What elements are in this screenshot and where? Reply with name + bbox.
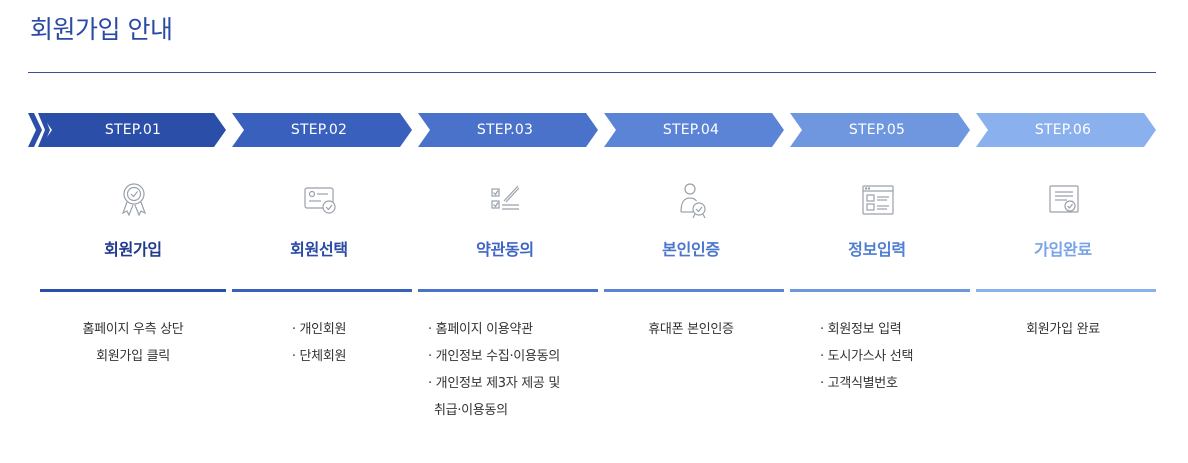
step-1-description: 홈페이지 우측 상단 회원가입 클릭 — [40, 316, 226, 370]
step-4-rule — [604, 289, 784, 292]
step-5-banner: STEP.05 — [784, 113, 970, 147]
step-3-desc-line: · 개인정보 수집·이용동의 — [428, 349, 560, 364]
document-check-icon — [1049, 185, 1079, 213]
step-2-desc-line: · 단체회원 — [291, 349, 347, 364]
step-1-rule — [40, 289, 226, 292]
step-5-rule — [790, 289, 970, 292]
step-3-name: 약관동의 — [476, 240, 534, 259]
step-5-desc-line: · 도시가스사 선택 — [820, 349, 914, 364]
step-3: STEP.03 약관동의 · 홈페이지 이용약관 · 개인정보 수집·이용동의 … — [412, 0, 598, 463]
step-1-name: 회원가입 — [104, 240, 162, 259]
lead-chevron-icon — [28, 113, 50, 147]
step-1-banner: STEP.01 — [40, 113, 226, 147]
step-4-label: STEP.04 — [662, 122, 720, 138]
step-2-description: · 개인회원 · 단체회원 — [226, 316, 412, 370]
step-6-banner: STEP.06 — [970, 113, 1156, 147]
step-6-label: STEP.06 — [1034, 122, 1092, 138]
step-4-desc-line: 휴대폰 본인인증 — [648, 322, 734, 337]
step-6: STEP.06 가입완료 회원가입 완료 — [970, 0, 1156, 463]
step-4-banner: STEP.04 — [598, 113, 784, 147]
step-3-desc-line: · 개인정보 제3자 제공 및 — [428, 376, 561, 391]
step-1-desc-line: 홈페이지 우측 상단 — [82, 322, 184, 337]
step-1-desc-line: 회원가입 클릭 — [96, 349, 170, 364]
step-3-description: · 홈페이지 이용약관 · 개인정보 수집·이용동의 · 개인정보 제3자 제공… — [412, 316, 598, 424]
form-window-icon — [862, 185, 894, 215]
step-5-desc-line: · 고객식별번호 — [820, 376, 898, 391]
step-6-name: 가입완료 — [1034, 240, 1092, 259]
step-5-label: STEP.05 — [848, 122, 906, 138]
step-6-rule — [976, 289, 1156, 292]
step-3-rule — [418, 289, 598, 292]
step-2-rule — [232, 289, 412, 292]
step-3-banner: STEP.03 — [412, 113, 598, 147]
step-1: STEP.01 회원가입 홈페이지 우측 상단 회원가입 클릭 — [40, 0, 226, 463]
step-3-desc-line: 취급·이용동의 — [434, 403, 508, 418]
step-3-label: STEP.03 — [476, 122, 534, 138]
award-ribbon-icon — [121, 183, 147, 217]
step-2-name: 회원선택 — [290, 240, 348, 259]
step-5-description: · 회원정보 입력 · 도시가스사 선택 · 고객식별번호 — [784, 316, 970, 397]
step-4-name: 본인인증 — [662, 240, 720, 259]
step-3-desc-line: · 홈페이지 이용약관 — [428, 322, 533, 337]
checklist-pen-icon — [491, 185, 520, 210]
step-2-banner: STEP.02 — [226, 113, 412, 147]
step-6-description: 회원가입 완료 — [970, 316, 1156, 343]
step-4-description: 휴대폰 본인인증 — [598, 316, 784, 343]
id-card-check-icon — [304, 187, 336, 214]
user-verify-icon — [680, 183, 706, 219]
step-2: STEP.02 회원선택 · 개인회원 · 단체회원 — [226, 0, 412, 463]
step-1-label: STEP.01 — [104, 122, 162, 138]
step-6-desc-line: 회원가입 완료 — [1026, 322, 1100, 337]
step-4: STEP.04 본인인증 휴대폰 본인인증 — [598, 0, 784, 463]
step-2-label: STEP.02 — [290, 122, 348, 138]
title-divider — [28, 72, 1156, 73]
step-5-desc-line: · 회원정보 입력 — [820, 322, 902, 337]
step-5-name: 정보입력 — [848, 240, 906, 259]
page-title: 회원가입 안내 — [30, 15, 173, 44]
step-5: STEP.05 정보입력 · 회원정보 입력 · 도시가스사 선택 · 고객식별… — [784, 0, 970, 463]
step-2-desc-line: · 개인회원 — [291, 322, 347, 337]
